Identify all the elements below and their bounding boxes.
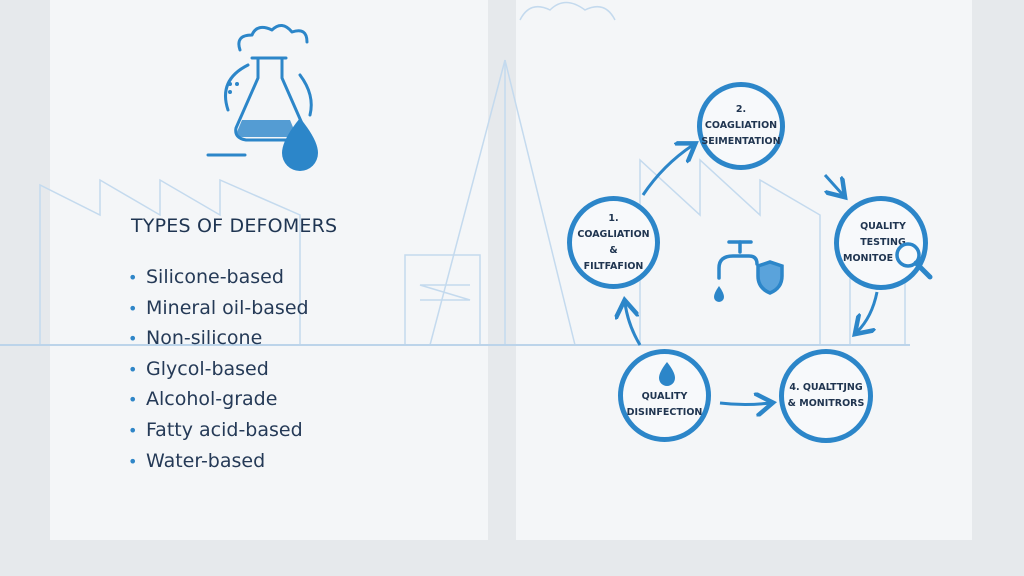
list-item: •Silicone-based — [128, 266, 284, 288]
arrow-2-to-3 — [823, 173, 843, 195]
list-item: •Water-based — [128, 449, 266, 472]
magnifier-icon — [895, 242, 933, 280]
faucet-shield-icon — [717, 240, 784, 295]
types-title: TYPES OF DEFOMERS — [131, 215, 338, 237]
list-item: •Mineral oil-based — [128, 296, 309, 319]
step-node-testing-monitoring: 4. QUALTTJNG& MONITRORS — [779, 349, 873, 443]
arrow-3-to-4 — [857, 291, 879, 332]
list-item: •Alcohol-grade — [128, 388, 278, 411]
list-item: •Fatty acid-based — [128, 418, 303, 441]
arrow-disinfection-to-4 — [719, 403, 770, 405]
arrow-1-to-2 — [641, 145, 693, 196]
water-drop-icon — [659, 362, 675, 386]
list-item: •Glycol-based — [128, 357, 269, 380]
arrow-disinfection-to-1 — [625, 303, 642, 346]
faucet-drop-icon — [714, 286, 724, 302]
step-node-coagulation-filtration: 1. COAGLIATION &FILTFAFION — [567, 196, 660, 289]
defoamer-types-list: •Silicone-based •Mineral oil-based •Non-… — [128, 262, 309, 476]
list-item: •Non-silicone — [128, 327, 263, 350]
left-panel — [50, 0, 488, 540]
